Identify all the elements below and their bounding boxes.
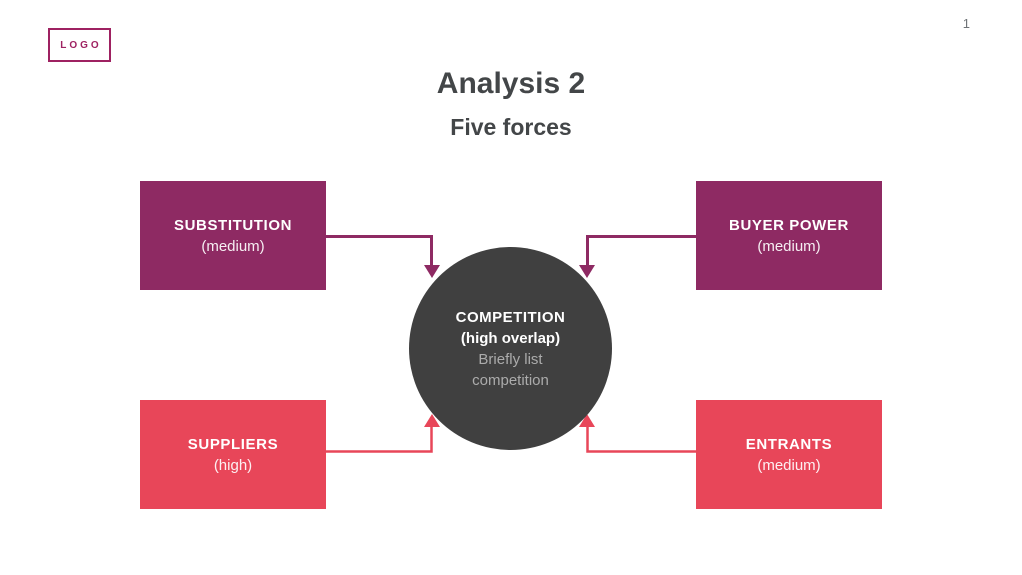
force-box-substitution[interactable]: SUBSTITUTION (medium) bbox=[140, 181, 326, 290]
arrow-suppliers-to-competition bbox=[326, 414, 440, 453]
arrow-buyer-power-to-competition bbox=[579, 235, 696, 278]
force-name: SUBSTITUTION bbox=[173, 216, 293, 234]
competition-circle[interactable]: COMPETITION (high overlap) Briefly list … bbox=[409, 247, 612, 450]
arrow-substitution-to-competition bbox=[326, 235, 440, 278]
force-box-entrants[interactable]: ENTRANTS (medium) bbox=[696, 400, 882, 509]
force-level: (medium) bbox=[757, 237, 821, 255]
force-level: (high) bbox=[213, 456, 253, 474]
force-level: (medium) bbox=[757, 456, 821, 474]
force-box-buyer-power[interactable]: BUYER POWER (medium) bbox=[696, 181, 882, 290]
force-name: ENTRANTS bbox=[745, 435, 833, 453]
logo-text: LOGO bbox=[60, 39, 102, 51]
arrow-entrants-to-competition bbox=[579, 414, 696, 453]
page-number: 1 bbox=[962, 16, 970, 31]
slide-title: Analysis 2 bbox=[436, 67, 586, 100]
competition-note: Briefly list competition bbox=[472, 350, 549, 389]
force-level: (medium) bbox=[201, 237, 265, 255]
competition-subtitle: (high overlap) bbox=[460, 329, 561, 347]
logo: LOGO bbox=[48, 28, 111, 62]
slide-subtitle: Five forces bbox=[450, 114, 572, 140]
competition-title: COMPETITION bbox=[455, 308, 566, 326]
force-box-suppliers[interactable]: SUPPLIERS (high) bbox=[140, 400, 326, 509]
force-name: BUYER POWER bbox=[729, 216, 849, 234]
force-name: SUPPLIERS bbox=[187, 435, 279, 453]
